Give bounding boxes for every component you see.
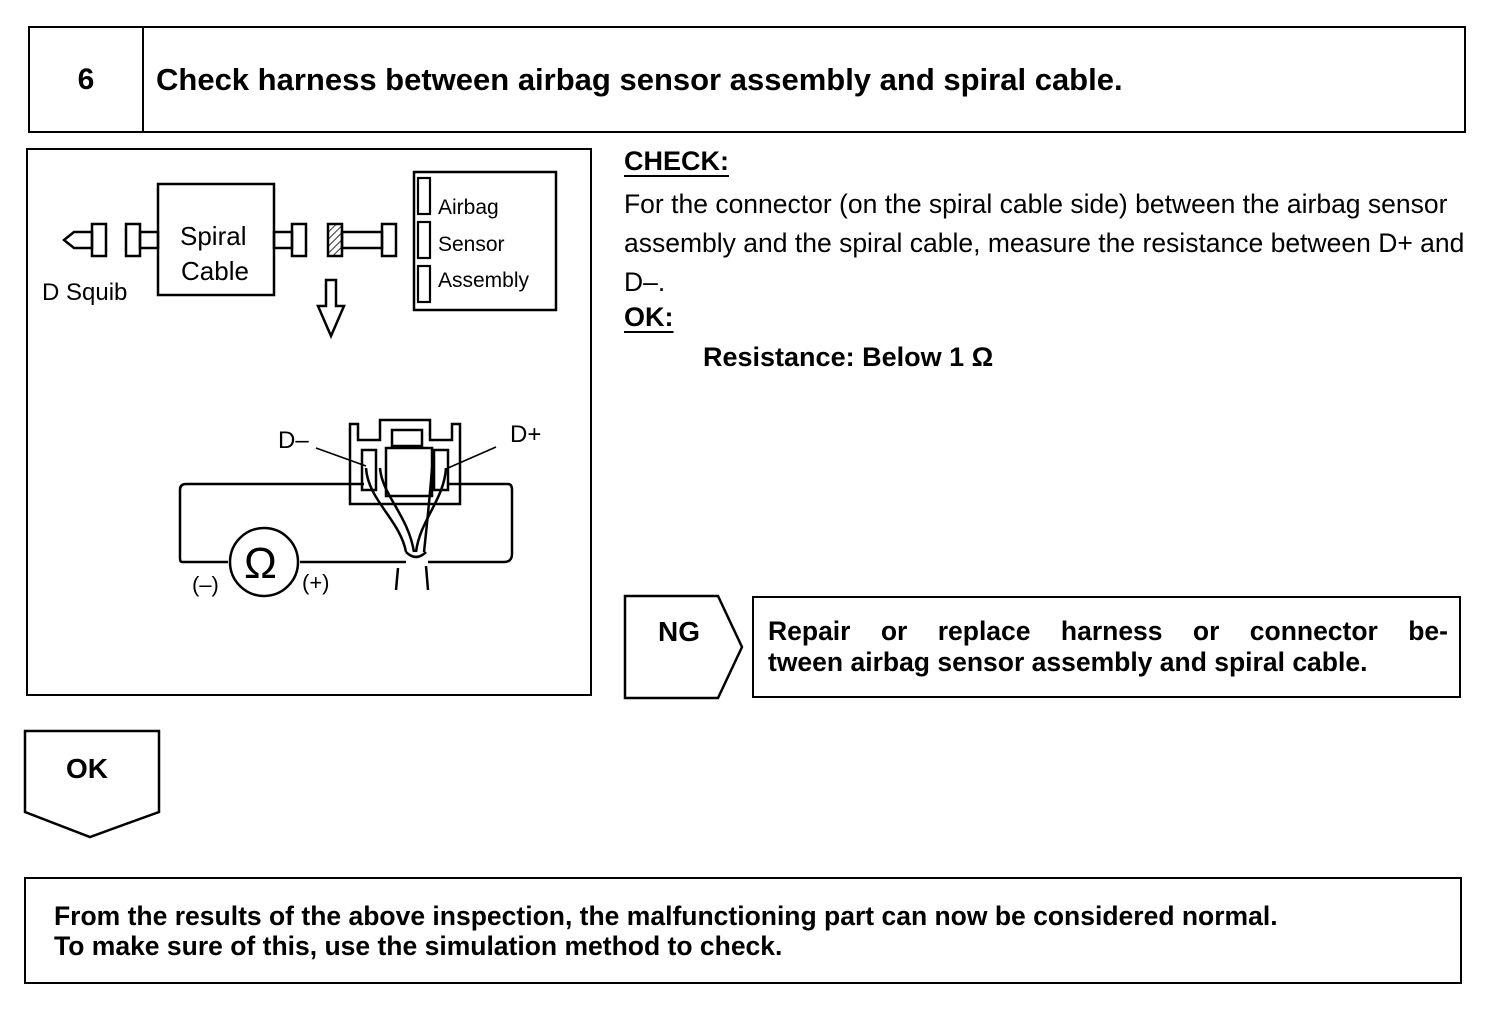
- step-title: Check harness between airbag sensor asse…: [156, 61, 1123, 97]
- airbag-label: Airbag: [438, 196, 499, 219]
- spiral-label: Spiral: [180, 221, 246, 251]
- ok-label: OK: [66, 753, 108, 784]
- ng-action-box: Repair or replace harness or connector b…: [752, 596, 1461, 698]
- conclusion-box: From the results of the above inspection…: [24, 877, 1462, 984]
- wiring-diagram: Spiral Cable Airbag Sensor Assembly D Sq…: [42, 170, 558, 598]
- d-squib-connector: [61, 222, 108, 258]
- assembly-label: Assembly: [438, 269, 530, 292]
- conclusion-line-1: From the results of the above inspection…: [54, 901, 1278, 931]
- d-minus-label: D–: [278, 427, 309, 454]
- check-heading: CHECK:: [624, 146, 729, 176]
- check-instructions: For the connector (on the spiral cable s…: [624, 189, 1465, 297]
- step-header: 6 Check harness between airbag sensor as…: [28, 26, 1466, 133]
- resistance-spec: Resistance: Below 1 Ω: [703, 342, 994, 372]
- connector-detail: [348, 418, 462, 591]
- d-squib-label: D Squib: [42, 279, 127, 306]
- spiral-right-connector: [272, 222, 308, 258]
- ohmmeter: [228, 526, 300, 598]
- down-arrow-icon: [316, 278, 346, 340]
- ok-heading: OK:: [624, 302, 674, 332]
- ng-action-line-1: Repair or replace harness or connector b…: [768, 616, 1448, 646]
- sensor-label: Sensor: [438, 233, 505, 256]
- positive-terminal-label: (+): [302, 570, 330, 595]
- ng-action-line-2: tween airbag sensor assembly and spiral …: [768, 647, 1368, 677]
- test-lead-loop: [178, 482, 514, 564]
- d-plus-label: D+: [510, 421, 541, 448]
- ng-label: NG: [658, 616, 700, 647]
- cable-label: Cable: [181, 256, 249, 286]
- spiral-left-connector: [124, 222, 160, 258]
- ok-arrow-icon: [23, 729, 161, 839]
- negative-terminal-label: (–): [192, 572, 219, 597]
- airbag-sensor-assembly-box: [412, 170, 558, 312]
- ng-arrow-icon: [623, 594, 744, 700]
- step-number: 6: [30, 28, 144, 131]
- diagram-panel: Spiral Cable Airbag Sensor Assembly D Sq…: [26, 148, 592, 696]
- conclusion-line-2: To make sure of this, use the simulation…: [54, 931, 783, 961]
- hatched-connector: [326, 222, 398, 258]
- ohm-symbol: Ω: [244, 539, 277, 588]
